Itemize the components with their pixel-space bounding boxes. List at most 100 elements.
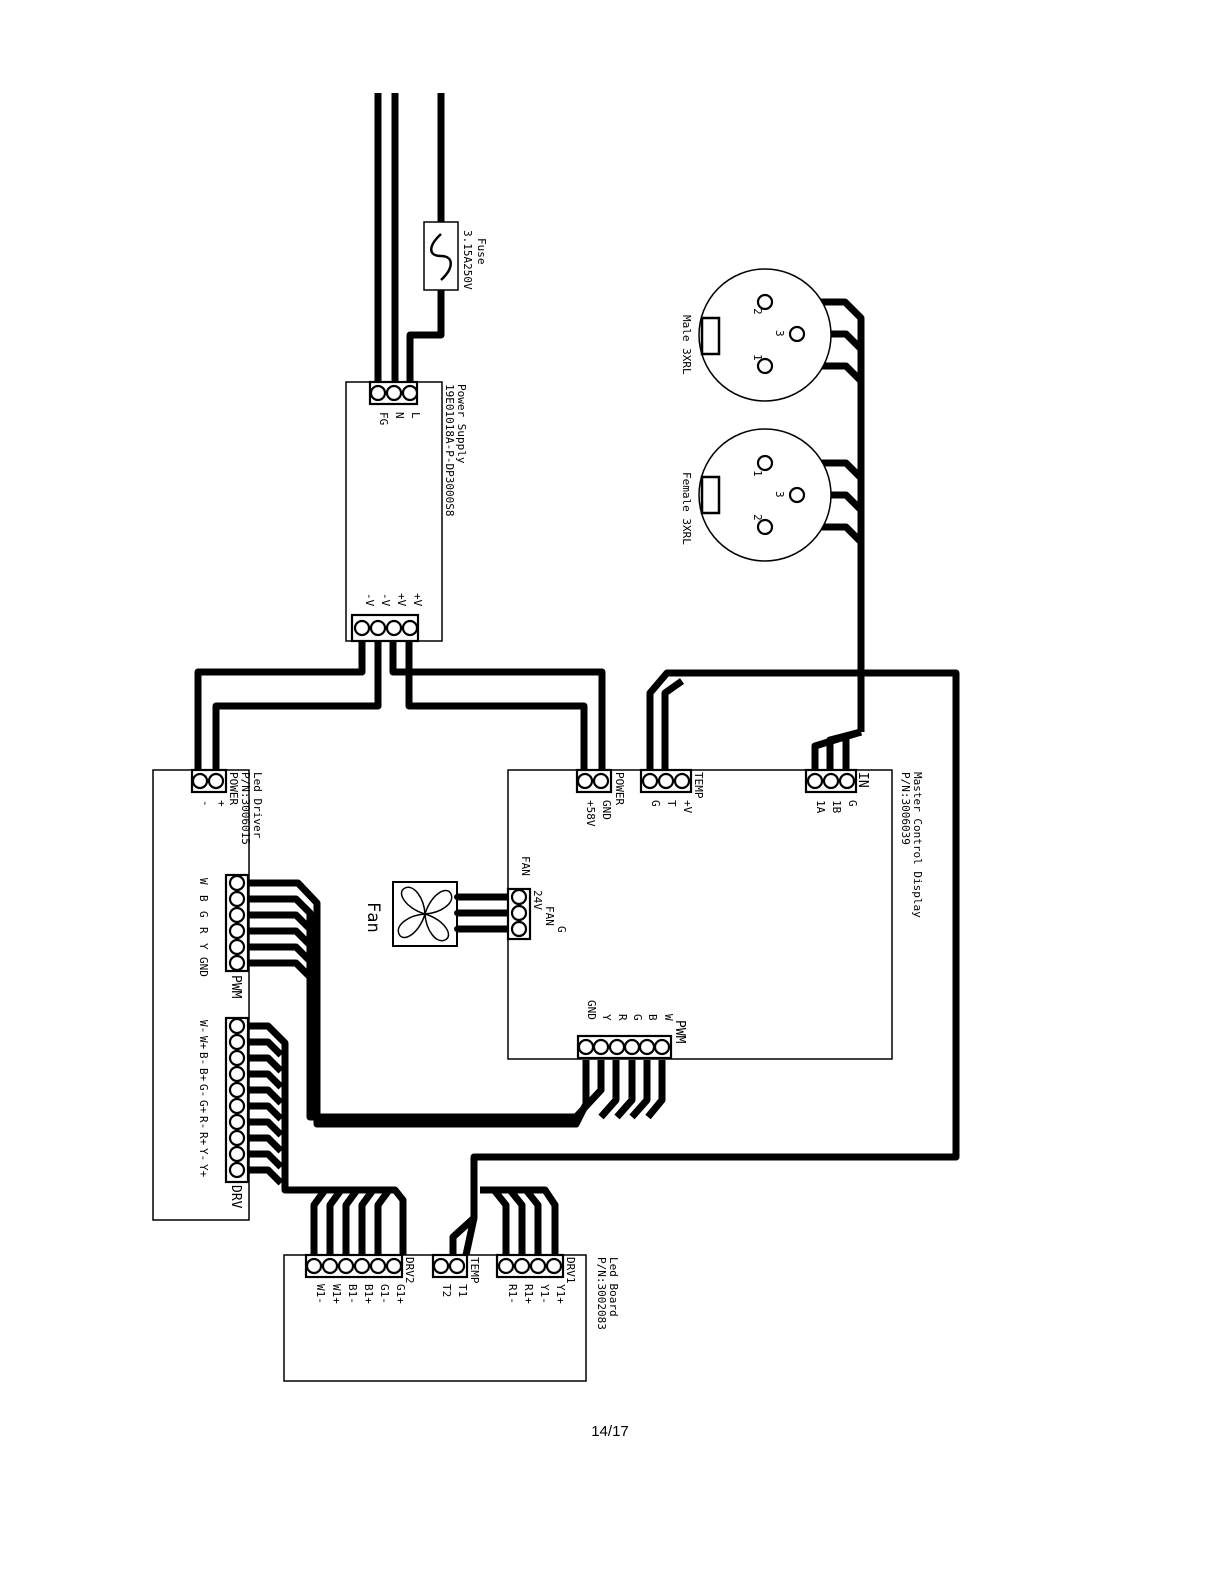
led-driver-pwm-pin-label: G [197,911,210,918]
led-board-drv2-pin [305,1257,323,1275]
xlr-female-pin [756,518,774,536]
wire-pwm-5 [248,943,313,964]
wire-drv-6 [248,1102,284,1122]
led-driver-power-pin [207,772,225,790]
wire-drv2-4 [358,1187,376,1255]
psu-title: Power Supply [455,384,468,464]
led-driver-pwm-pin [228,890,246,908]
led-driver-drv-pin-label: W+ [197,1036,210,1050]
fan-icon [392,881,460,947]
master-control-box [507,769,893,1060]
psu-pin-label: FG [377,412,390,425]
led-board-title: Led Board [607,1257,620,1317]
led-driver-pn: P/N:3006015 [239,772,252,845]
led-board-drv1-pin-label: Y1+ [554,1284,567,1304]
psu-ac-pin [401,384,419,402]
wire-temp-1 [449,669,960,1255]
master-fan-label: FAN [519,856,532,876]
master-pwm-pin [638,1038,656,1056]
wire-drv-10 [248,1166,284,1186]
led-driver-pwm-pin-label: GND [197,957,210,977]
master-temp-pin-label: T [665,800,678,807]
xlr-male-latch [700,316,721,356]
xlr-male-title: Male 3XRL [680,315,693,375]
wire-drv-bundle [248,1022,407,1255]
master-pwm-pin-label: R [616,1014,629,1021]
led-board-drv2-pin-label: W1- [314,1284,327,1304]
master-temp-pin [657,772,675,790]
master-pwm-pin-label: G [631,1014,644,1021]
master-temp-pin [673,772,691,790]
led-board-drv2-pin [337,1257,355,1275]
wire-fuse-to-psu [406,290,445,382]
led-driver-drv-pin [228,1049,246,1067]
led-board-drv1-pin [529,1257,547,1275]
led-board-drv1-pin-label: R1- [506,1284,519,1304]
master-pwm-pin-label: Y [600,1014,613,1021]
master-pwm-pin [623,1038,641,1056]
xlr-female-pin-label: 2 [751,514,764,521]
master-in-pin [806,772,824,790]
led-driver-power-pin-label: + [215,800,228,807]
master-power-label: POWER [613,772,626,805]
xlr-male: 2 3 1 Male 3XRL [680,268,832,402]
psu-pin-label: -V [379,593,392,607]
xlr-male-pin-label: 1 [751,354,764,361]
fan-label: Fan [363,902,383,933]
psu-pin-label: -V [363,593,376,607]
master-pwm-pin-label: B [646,1014,659,1021]
led-board-temp-pin-label: T2 [440,1284,453,1297]
led-driver-drv-pin-label: G- [197,1084,210,1097]
wire-temp-2 [661,678,685,770]
master-in-pin-label: 1A [814,800,827,814]
led-driver-drv-pin-label: Y- [197,1148,210,1161]
wire-drv1-3 [507,1187,526,1255]
led-board-drv1-label: DRV1 [564,1257,577,1284]
master-in-pin-label: 1B [830,800,843,814]
master-fan-pin-label: 24V [531,890,544,910]
master-fan-pin [510,920,528,938]
wire-pwm-m5 [629,1060,651,1120]
led-board-drv2-pin [353,1257,371,1275]
led-board-pn: P/N:3002083 [595,1257,608,1330]
xlr-female-pin-label: 1 [751,470,764,477]
led-board-drv2-pin-label: G1- [378,1284,391,1304]
master-control-title: Master Control Display [911,772,924,918]
master-pwm-pin [577,1038,595,1056]
led-board-drv2-label: DRV2 [403,1257,416,1284]
psu-dc-pin [401,619,419,637]
master-temp-pin-label: +V [681,800,694,814]
master-temp-pin [641,772,659,790]
master-fan-pin [510,888,528,906]
xlr-female-pin-label: 3 [773,491,786,498]
master-control-display: Master Control Display P/N:3006039 POWER… [506,768,924,1060]
led-driver-pwm-pin-label: B [197,895,210,902]
master-pwm-pin-label: W [662,1014,675,1021]
xlr-female-body [698,428,832,562]
wire-pwm-2 [248,895,605,1121]
led-driver-drv-pin-label: R- [197,1116,210,1129]
wire-psu-to-master-2 [405,641,588,770]
led-driver-drv-pin [228,1097,246,1115]
led-board-temp-pin [432,1257,450,1275]
page-number: 14/17 [591,1423,629,1440]
xlr-male-pin [756,357,774,375]
psu-pin-label: N [393,412,406,419]
led-board-temp-pin-label: T1 [456,1284,469,1297]
wire-drv-9 [248,1150,284,1170]
led-driver-pwm-pin-label: R [197,927,210,934]
led-board: Led Board P/N:3002083 DRV2 G1+ G1- B1+ B… [283,1253,620,1382]
xlr-female-title: Female 3XRL [680,472,693,545]
xlr-male-pin-label: 2 [751,308,764,315]
wire-pwm-m4 [614,1060,636,1120]
power-supply-box [345,381,443,642]
psu-ac-pin [385,384,403,402]
master-fan-pin [510,904,528,922]
fuse-rating: 3.15A250V [461,230,474,290]
wire-psu-to-driver-1 [194,641,366,770]
led-board-temp-label: TEMP [468,1257,481,1284]
psu-dc-pin [369,619,387,637]
wire-pwm-3 [248,911,313,932]
master-power-pin [592,772,610,790]
